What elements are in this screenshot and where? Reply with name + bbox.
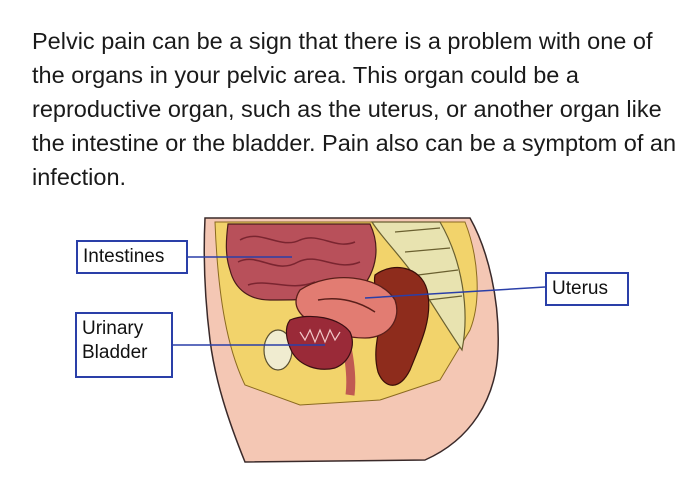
spine (370, 221, 466, 352)
uterine-cavity (317, 298, 376, 313)
intestines-label-text: Intestines (83, 246, 165, 267)
urinary-bladder-label: Urinary Bladder (75, 312, 173, 378)
bladder-label-line1: Urinary (82, 318, 144, 339)
intestine-loops (237, 235, 361, 287)
uterus-label-text: Uterus (552, 278, 608, 299)
intro-paragraph: Pelvic pain can be a sign that there is … (32, 28, 677, 190)
uterus-pointer (364, 286, 546, 299)
bladder-label-line2: Bladder (82, 342, 148, 363)
bladder-wall-folds (299, 328, 341, 344)
intestines-label: Intestines (76, 240, 188, 274)
spine-segment (394, 227, 463, 301)
uterus-label: Uterus (545, 272, 629, 306)
urinary-bladder (285, 315, 353, 370)
